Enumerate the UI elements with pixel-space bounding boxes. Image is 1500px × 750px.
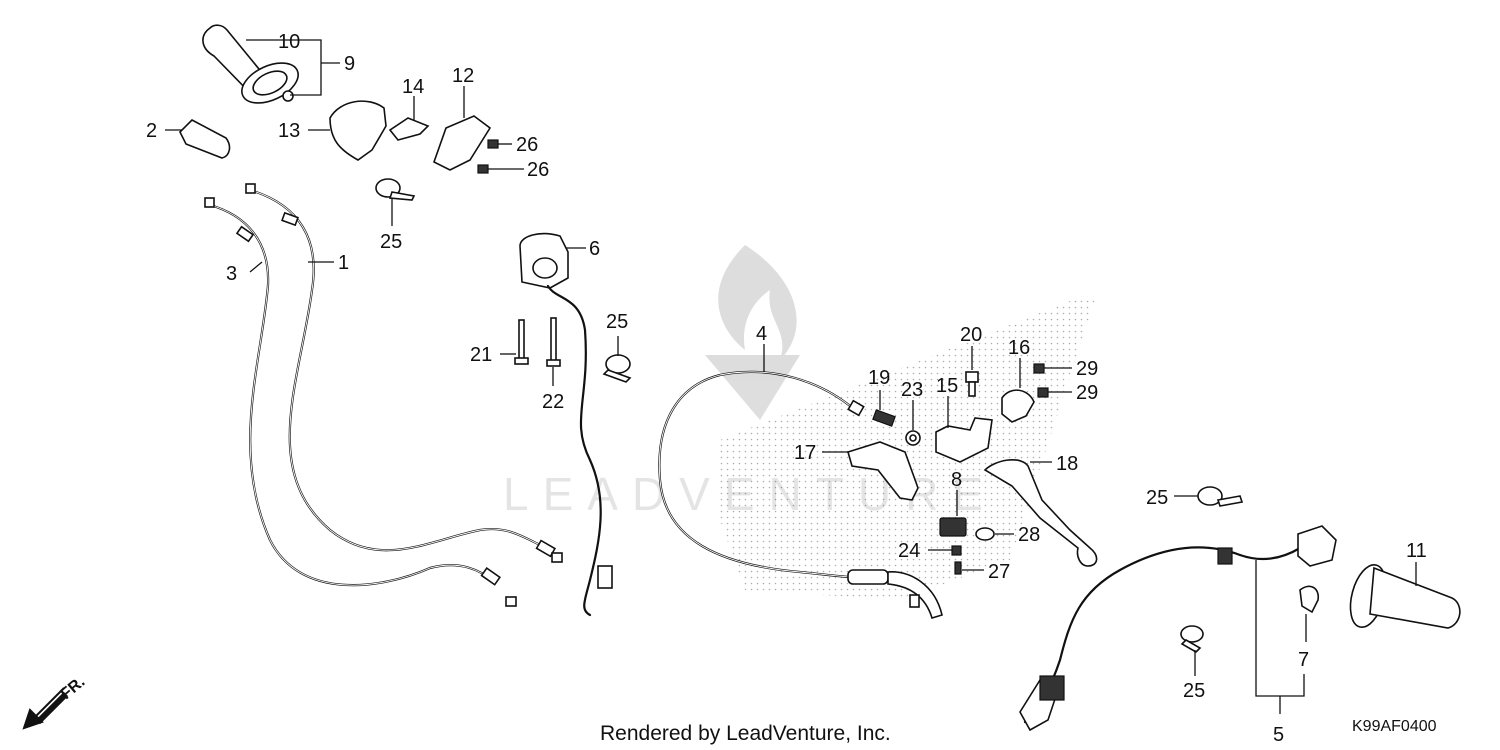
callout-21: 21: [470, 344, 492, 366]
rendered-by-text: Rendered by LeadVenture, Inc.: [600, 722, 891, 745]
callout-20: 20: [960, 324, 982, 346]
callout-25-a: 25: [380, 231, 402, 253]
part-7-clamp: [1299, 585, 1320, 642]
callout-27: 27: [988, 561, 1010, 583]
callout-24: 24: [898, 540, 920, 562]
part-8-switch: [939, 490, 967, 537]
part-12-housing: [433, 115, 492, 171]
callout-10: 10: [278, 31, 300, 53]
callout-5: 5: [1273, 724, 1284, 746]
callout-14: 14: [402, 76, 424, 98]
part-29-screws: [1033, 363, 1072, 398]
callout-29-a: 29: [1076, 358, 1098, 380]
part-23-washer: [905, 400, 921, 446]
part-5-switch-harness: [1019, 525, 1337, 732]
callout-labels: 10 9 2 13 14 12 26 26 25 3 1 6 25 21 22 …: [146, 31, 1427, 746]
callout-25-b: 25: [606, 311, 628, 333]
part-27-screw: [954, 561, 984, 575]
part-25-clamp-top: [375, 178, 416, 226]
callout-9: 9: [344, 53, 355, 75]
arrow-down-left-icon: [22, 687, 65, 730]
callout-12: 12: [452, 65, 474, 87]
callout-15: 15: [936, 375, 958, 397]
part-6-switch: [519, 232, 613, 617]
callout-19: 19: [868, 367, 890, 389]
callout-1: 1: [338, 252, 349, 274]
callout-8: 8: [951, 469, 962, 491]
part-16-clamp: [1001, 358, 1035, 423]
part-18-lever: [983, 458, 1098, 567]
part-26-screws: [477, 139, 524, 174]
part-25-clamp-bottom: [1180, 625, 1204, 676]
watermark-text: LEADVENTURE: [503, 468, 997, 520]
part-11-grip: [1349, 562, 1461, 629]
callout-4: 4: [756, 323, 767, 345]
throttle-grip: [202, 24, 299, 104]
callout-28: 28: [1018, 524, 1040, 546]
part-24-nut: [928, 545, 962, 556]
watermark: LEADVENTURE: [503, 245, 1095, 600]
part-19-bolt: [872, 390, 896, 427]
callout-29-b: 29: [1076, 382, 1098, 404]
callout-25-c: 25: [1146, 487, 1168, 509]
callout-6: 6: [589, 238, 600, 260]
callout-11: 11: [1406, 540, 1427, 562]
callout-22: 22: [542, 391, 564, 413]
part-17-guard: [822, 441, 919, 501]
callout-26-a: 26: [516, 134, 538, 156]
callout-2: 2: [146, 120, 157, 142]
part-28-nut: [975, 527, 1014, 541]
callout-3: 3: [226, 263, 237, 285]
part-13-housing: [329, 100, 387, 161]
part-2-cap: [179, 119, 231, 159]
callout-13: 13: [278, 120, 300, 142]
callout-26-b: 26: [527, 159, 549, 181]
front-direction-marker: FR.: [22, 673, 88, 730]
callout-25-d: 25: [1183, 680, 1205, 702]
callout-18: 18: [1056, 453, 1078, 475]
part-15-bracket: [935, 396, 993, 463]
part-20-bolt: [965, 346, 979, 397]
part-25-clamp-right: [1174, 486, 1244, 507]
diagram-code: K99AF0400: [1352, 718, 1437, 735]
part-21-22-bolts: [500, 317, 561, 386]
part-4-clutch-cable: [658, 344, 943, 619]
callout-16: 16: [1008, 337, 1030, 359]
callout-23: 23: [901, 379, 923, 401]
throttle-cables: [204, 183, 563, 607]
callout-17: 17: [794, 442, 816, 464]
callout-7: 7: [1298, 649, 1309, 671]
part-25-clamp-mid: [602, 336, 632, 383]
part-14-piece: [388, 117, 430, 141]
flame-logo-icon: [705, 245, 800, 420]
